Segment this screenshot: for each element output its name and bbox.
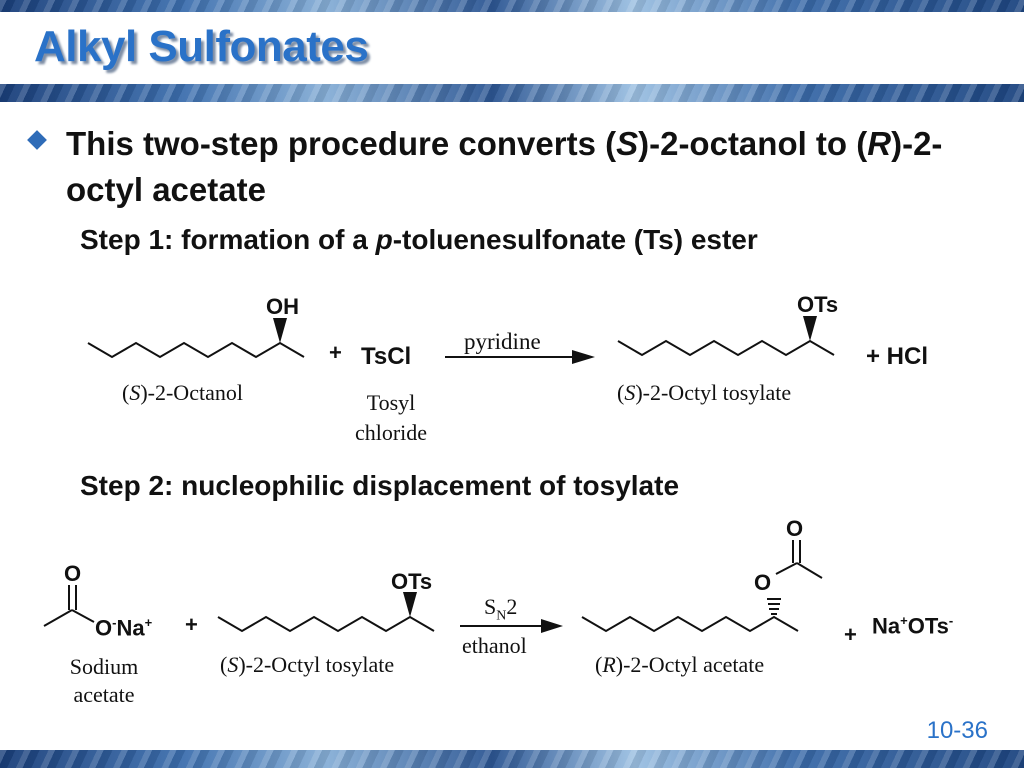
step1-suffix: -toluenesulfonate (Ts) ester (392, 224, 758, 255)
acetate-methyl-bond (43, 609, 73, 627)
condition-ethanol: ethanol (462, 633, 527, 658)
octanol-wedge-bond (273, 318, 287, 343)
reagent-name-line1: Tosyl (366, 390, 416, 415)
na-plus: + (900, 613, 908, 628)
tosylate2-name-open: ( (220, 652, 228, 677)
octyl-acetate-chain (581, 615, 799, 633)
ester-methyl-bond (796, 562, 823, 579)
product2-name: (R)-2-Octyl acetate (595, 652, 764, 678)
bullet-part3: )-2-octyl acetate (66, 125, 943, 208)
product1-name-rest: )-2-Octyl tosylate (635, 380, 792, 405)
acetate-name-line2: acetate (73, 682, 135, 707)
product2-name-rest: )-2-Octyl acetate (615, 652, 765, 677)
reaction2-arrowhead (541, 619, 563, 633)
acetate-minus: - (112, 615, 117, 630)
bullet-part2: )-2-octanol to ( (638, 125, 868, 162)
acetate-na: Na (116, 615, 145, 641)
acetate-co-bond (71, 609, 95, 623)
sn2-s: S (484, 594, 497, 619)
sn2-two: 2 (506, 594, 518, 619)
product1-name: (S)-2-Octyl tosylate (617, 380, 791, 406)
top-decor-band (0, 0, 1024, 12)
acetate-anion: O-Na+ (95, 615, 152, 641)
bullet-text: This two-step procedure converts (S)-2-o… (66, 121, 996, 213)
sodium-tosylate: Na+OTs- (872, 613, 953, 639)
condition-pyridine: pyridine (464, 329, 541, 354)
title-decor-band (0, 84, 1024, 102)
reagent-name: Tosyl chloride (336, 388, 446, 448)
product2-name-letter: R (602, 652, 616, 677)
slide-title: Alkyl Sulfonates (34, 22, 369, 71)
product1-name-open: ( (617, 380, 625, 405)
ots-minus: - (948, 613, 954, 628)
octanol-chain (87, 341, 305, 359)
tosylate2-name-letter: S (227, 652, 239, 677)
oh-label: OH (266, 294, 299, 319)
ester-o: O (754, 570, 772, 595)
octyl-tosylate-chain (617, 339, 835, 357)
reaction1-arrowhead (572, 350, 595, 364)
plus-sign-3: + (844, 622, 857, 647)
start-name: (S)-2-Octanol (122, 380, 243, 406)
start-name-letter: S (129, 380, 141, 405)
product1-name-letter: S (624, 380, 636, 405)
tosylate2-name: (S)-2-Octyl tosylate (220, 652, 394, 678)
ester-o-c-bond (775, 562, 798, 575)
acetate-o-label: O (95, 615, 113, 641)
acetate-name: Sodium acetate (48, 653, 160, 709)
plus-sign-2: + (185, 612, 198, 637)
plus-sign: + (329, 340, 342, 365)
tosylate2-chain (217, 615, 435, 633)
ester-carbonyl-o: O (786, 516, 804, 541)
step1-heading: Step 1: formation of a p-toluenesulfonat… (80, 224, 758, 256)
reagent-name-line2: chloride (354, 420, 428, 445)
acetate-carbonyl-o: O (64, 561, 82, 586)
start-name-open: ( (122, 380, 130, 405)
ots-label-2: OTs (391, 569, 433, 594)
ots-label: OTs (797, 292, 839, 317)
condition-sn2: SN2 (484, 594, 517, 624)
reagent-tscl: TsCl (361, 343, 412, 370)
tosylate2-name-rest: )-2-Octyl tosylate (238, 652, 395, 677)
acetate-hashed-bond (767, 598, 781, 615)
start-name-rest: )-2-Octanol (140, 380, 243, 405)
na-label: Na (872, 613, 901, 639)
page-number: 10-36 (926, 717, 988, 744)
acetate-name-line1: Sodium (69, 654, 139, 679)
tosylate-wedge-bond (803, 316, 817, 341)
ots-anion: OTs (907, 613, 949, 639)
acetate-na-plus: + (144, 615, 153, 630)
bottom-decor-band (0, 750, 1024, 768)
tosylate2-wedge-bond (403, 592, 417, 617)
sn2-n: N (496, 608, 507, 624)
step2-heading: Step 2: nucleophilic displacement of tos… (80, 470, 680, 501)
step1-prefix: Step 1: formation of a (80, 224, 376, 255)
bullet-r-letter: R (867, 125, 892, 162)
product2-name-open: ( (595, 652, 603, 677)
step1-p-letter: p (375, 224, 393, 255)
byproduct-hcl: + HCl (866, 343, 929, 370)
bullet-part1: This two-step procedure converts ( (66, 125, 617, 162)
bullet-s-letter: S (616, 125, 639, 162)
